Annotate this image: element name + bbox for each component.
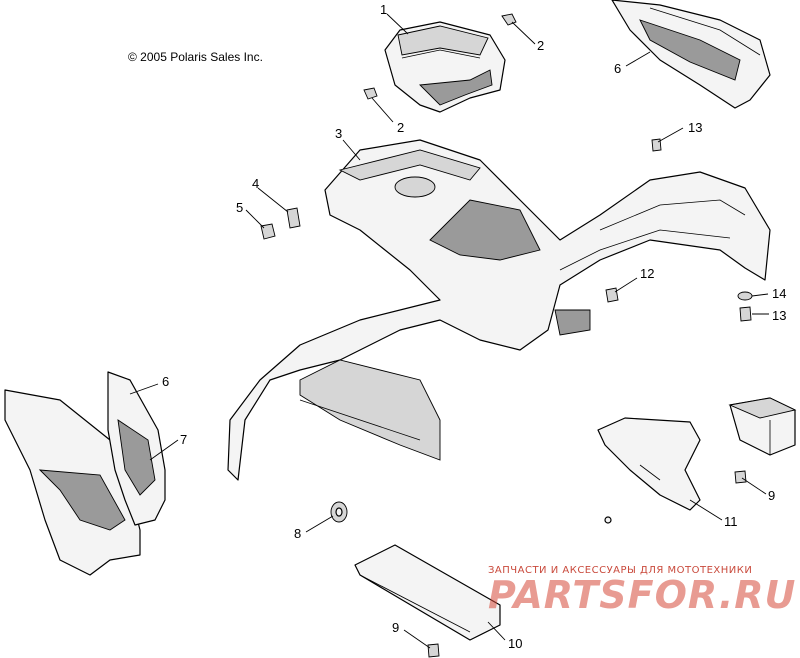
callout-12: 12 bbox=[640, 266, 654, 281]
part-side-panel-7 bbox=[107, 371, 166, 526]
callout-5: 5 bbox=[236, 200, 243, 215]
callout-11: 11 bbox=[724, 514, 738, 529]
callouts: 1 2 2 3 4 5 6 6 7 8 9 9 10 11 12 13 13 1… bbox=[162, 2, 786, 651]
part-clip-4 bbox=[286, 207, 301, 229]
callout-2b: 2 bbox=[397, 120, 404, 135]
callout-3: 3 bbox=[335, 126, 342, 141]
part-nut-14 bbox=[737, 291, 753, 301]
part-side-panel-left bbox=[4, 389, 141, 576]
part-headlight-pod bbox=[384, 21, 506, 113]
callout-9a: 9 bbox=[768, 488, 775, 503]
part-splash-shield-10 bbox=[354, 544, 501, 641]
watermark-logo: PARTSFOR.RU bbox=[488, 573, 797, 617]
part-front-fender bbox=[227, 139, 771, 481]
callout-6b: 6 bbox=[162, 374, 169, 389]
part-fastener-12 bbox=[605, 287, 619, 303]
callout-9b: 9 bbox=[392, 620, 399, 635]
callout-6a: 6 bbox=[614, 61, 621, 76]
part-screw-2b bbox=[363, 87, 378, 100]
callout-7: 7 bbox=[180, 432, 187, 447]
watermark-tagline: ЗАПЧАСТИ И АКСЕССУАРЫ ДЛЯ МОТОТЕХНИКИ bbox=[488, 565, 753, 576]
part-module-box bbox=[728, 397, 797, 456]
part-bracket-11 bbox=[597, 417, 701, 524]
part-screw-9a bbox=[734, 470, 747, 484]
callout-13b: 13 bbox=[772, 308, 786, 323]
callout-4: 4 bbox=[252, 176, 259, 191]
copyright-text: © 2005 Polaris Sales Inc. bbox=[128, 50, 263, 64]
callout-2a: 2 bbox=[537, 38, 544, 53]
callout-10: 10 bbox=[508, 636, 522, 651]
part-side-panel-top bbox=[611, 0, 771, 109]
callout-13a: 13 bbox=[688, 120, 702, 135]
callout-14: 14 bbox=[772, 286, 786, 301]
callout-1: 1 bbox=[380, 2, 387, 17]
leader-lines bbox=[129, 13, 769, 649]
part-screw-9b bbox=[427, 643, 440, 658]
part-screw-13b bbox=[739, 306, 752, 322]
callout-8: 8 bbox=[294, 526, 301, 541]
part-grommet-8 bbox=[330, 501, 348, 523]
part-screw-5 bbox=[260, 223, 276, 240]
